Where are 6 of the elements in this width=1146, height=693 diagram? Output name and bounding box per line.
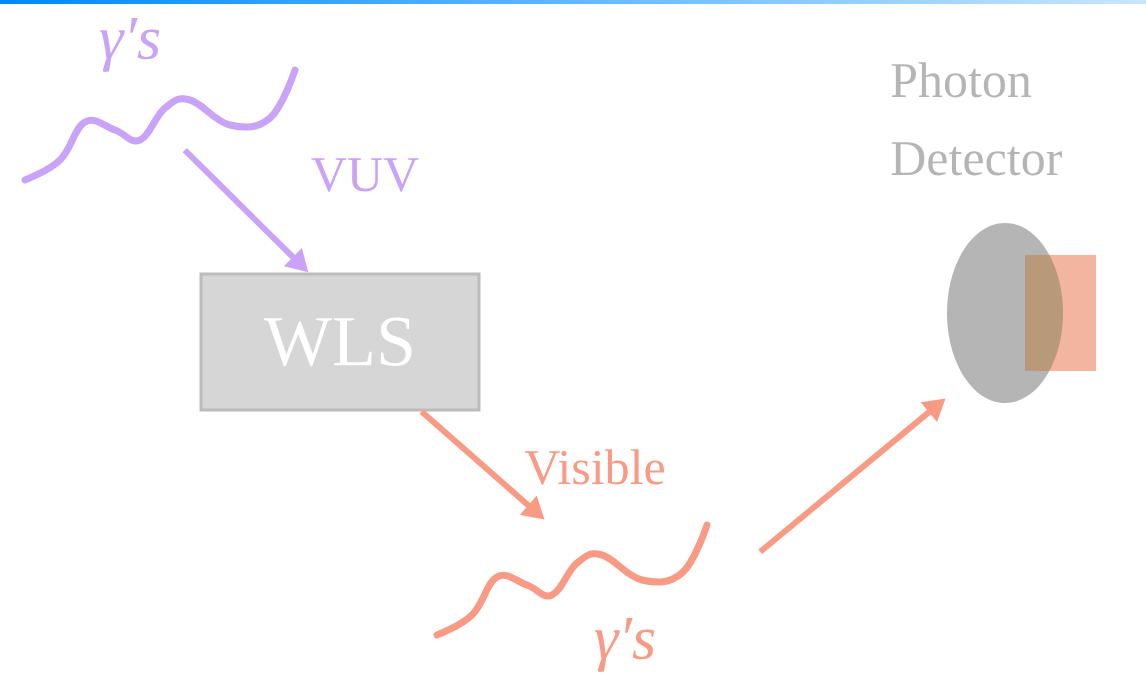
wave-label: γ′s <box>595 618 655 672</box>
photon-detector-drawing <box>947 223 1096 403</box>
edge-label: Visible <box>522 447 668 487</box>
node-heading: Photon Detector <box>891 62 1062 176</box>
wave-label: γ′s <box>100 18 160 72</box>
edge-label: VUV <box>308 156 422 194</box>
